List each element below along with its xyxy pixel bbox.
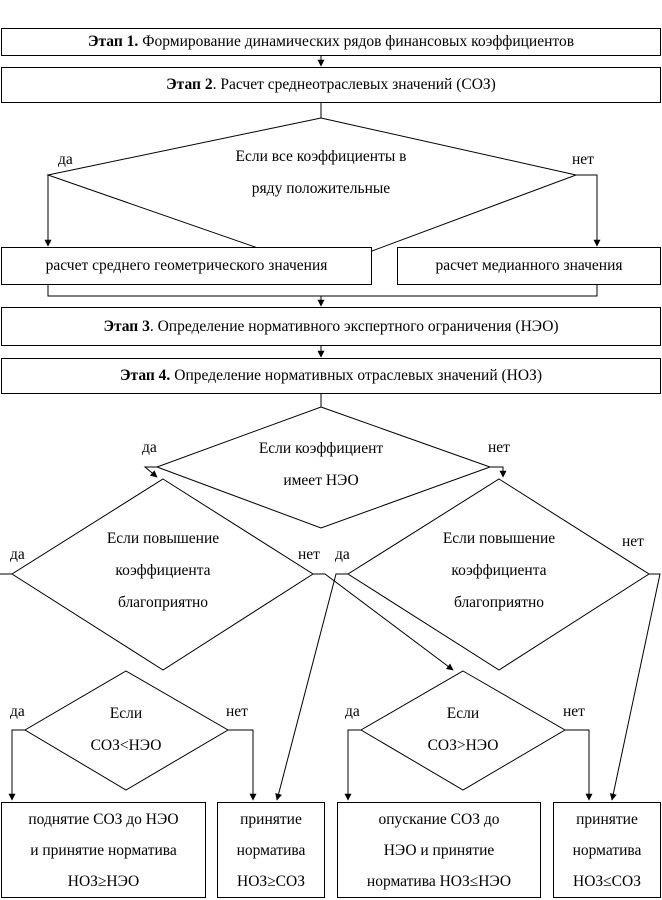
decision-positive-line-2: ряду положительные (251, 180, 391, 197)
decision-greater-yes-label: да (345, 703, 360, 720)
decision-greater-line-1: Если (446, 705, 480, 722)
decision-less-diamond (24, 670, 229, 791)
geometric-mean-text: расчет среднего геометрического значения (45, 257, 328, 275)
result-1-line-2: и принятие норматива (30, 841, 177, 859)
result-3-line-2: НЭО и принятие (383, 841, 495, 859)
decision-increase-right-line-2: коэффициента (451, 562, 547, 579)
decision-increase-left-line-2: коэффициента (115, 562, 211, 579)
decision-neo-line-2: имеет НЭО (283, 472, 359, 489)
result-4-line-3: НОЗ≤СОЗ (573, 872, 641, 890)
decision-less-no-label: нет (226, 703, 248, 720)
stage-3-text: . Определение нормативного экспертного о… (149, 317, 559, 335)
result-3-line-1: опускание СОЗ до (378, 810, 500, 828)
median-text: расчет медианного значения (435, 257, 623, 275)
decision-greater-text: Если СОЗ>НЭО (403, 698, 523, 762)
decision-increase-right-yes-label: да (335, 546, 350, 563)
stage-3-box: Этап 3 . Определение нормативного экспер… (1, 307, 661, 346)
geometric-mean-box: расчет среднего геометрического значения (1, 247, 372, 285)
decision-neo-line-1: Если коэффициент (258, 440, 384, 457)
stage-4-box: Этап 4. Определение нормативных отраслев… (1, 358, 661, 394)
decision-increase-right-diamond (347, 478, 650, 671)
result-accept-ge-soz-box: принятие норматива НОЗ≥СОЗ (217, 802, 325, 898)
decision-positive-line-1: Если все коэффициенты в (235, 148, 407, 165)
decision-less-line-1: Если (109, 705, 143, 722)
decision-less-text: Если СОЗ<НЭО (66, 698, 186, 762)
decision-increase-left-yes-label: да (10, 546, 25, 563)
decision-increase-right-line-1: Если повышение (442, 530, 556, 547)
result-4-line-2: норматива (572, 841, 642, 859)
median-box: расчет медианного значения (397, 247, 661, 285)
arrow-neo-yes (143, 466, 158, 478)
decision-increase-left-line-1: Если повышение (106, 530, 220, 547)
stage-1-prefix: Этап 1. (87, 33, 139, 51)
stage-2-prefix: Этап 2 (166, 76, 213, 94)
stage-2-text: . Расчет среднеотраслевых значений (СОЗ) (212, 76, 496, 94)
decision-less-line-2: СОЗ<НЭО (90, 737, 162, 754)
decision-increase-right-line-3: благоприятно (453, 594, 545, 611)
decision-neo-no-label: нет (488, 439, 510, 456)
result-2-line-2: норматива (236, 841, 306, 859)
arrow-no-median (576, 174, 601, 247)
result-2-line-1: принятие (240, 810, 302, 828)
decision-increase-left-text: Если повышение коэффициента благоприятно (83, 523, 243, 619)
arrow-neo-no (490, 466, 507, 478)
result-accept-le-soz-box: принятие норматива НОЗ≤СОЗ (553, 802, 661, 898)
result-raise-to-neo-box: поднятие СОЗ до НЭО и принятие норматива… (1, 802, 206, 898)
result-2-line-3: НОЗ≥СОЗ (237, 872, 305, 890)
stage-2-box: Этап 2 . Расчет среднеотраслевых значени… (1, 67, 661, 103)
stage-1-text: Формирование динамических рядов финансов… (142, 33, 575, 51)
decision-neo-yes-label: да (142, 439, 157, 456)
decision-increase-left-no-label: нет (298, 546, 320, 563)
stage-4-text: Определение нормативных отраслевых значе… (174, 367, 542, 385)
decision-increase-right-no-label: нет (622, 533, 644, 550)
arrow-left-no-greater (313, 573, 454, 671)
arrow-right-yes-result2 (275, 573, 348, 801)
arrow-right-no-result4 (609, 573, 661, 801)
merge-line (47, 285, 598, 297)
stage-3-prefix: Этап 3 (103, 317, 150, 335)
arrow-greater-no-result4 (565, 729, 593, 801)
decision-increase-left-diamond (11, 478, 314, 671)
decision-greater-line-2: СОЗ>НЭО (427, 737, 499, 754)
decision-positive-text: Если все коэффициенты в ряду положительн… (171, 141, 471, 205)
decision-greater-no-label: нет (563, 703, 585, 720)
arrow-greater-yes-result3 (344, 729, 361, 801)
stage-1-box: Этап 1. Формирование динамических рядов … (1, 28, 661, 56)
arrow-less-no-result2 (228, 729, 257, 801)
decision-greater-diamond (360, 670, 566, 791)
decision-positive-no-label: нет (572, 151, 594, 168)
result-lower-to-neo-box: опускание СОЗ до НЭО и принятие норматив… (337, 802, 541, 898)
decision-neo-diamond (155, 406, 492, 529)
result-3-line-3: норматива НОЗ≤НЭО (366, 872, 512, 890)
stage-4-prefix: Этап 4. (120, 367, 171, 385)
decision-increase-left-line-3: благоприятно (117, 594, 209, 611)
decision-positive-yes-label: да (58, 151, 73, 168)
result-1-line-1: поднятие СОЗ до НЭО (28, 810, 179, 828)
result-1-line-3: НОЗ≥НЭО (67, 872, 140, 890)
decision-increase-right-text: Если повышение коэффициента благоприятно (419, 523, 579, 619)
decision-neo-text: Если коэффициент имеет НЭО (221, 433, 421, 497)
decision-less-yes-label: да (10, 703, 25, 720)
arrow-less-yes-result1 (8, 729, 25, 801)
result-4-line-1: принятие (576, 810, 638, 828)
